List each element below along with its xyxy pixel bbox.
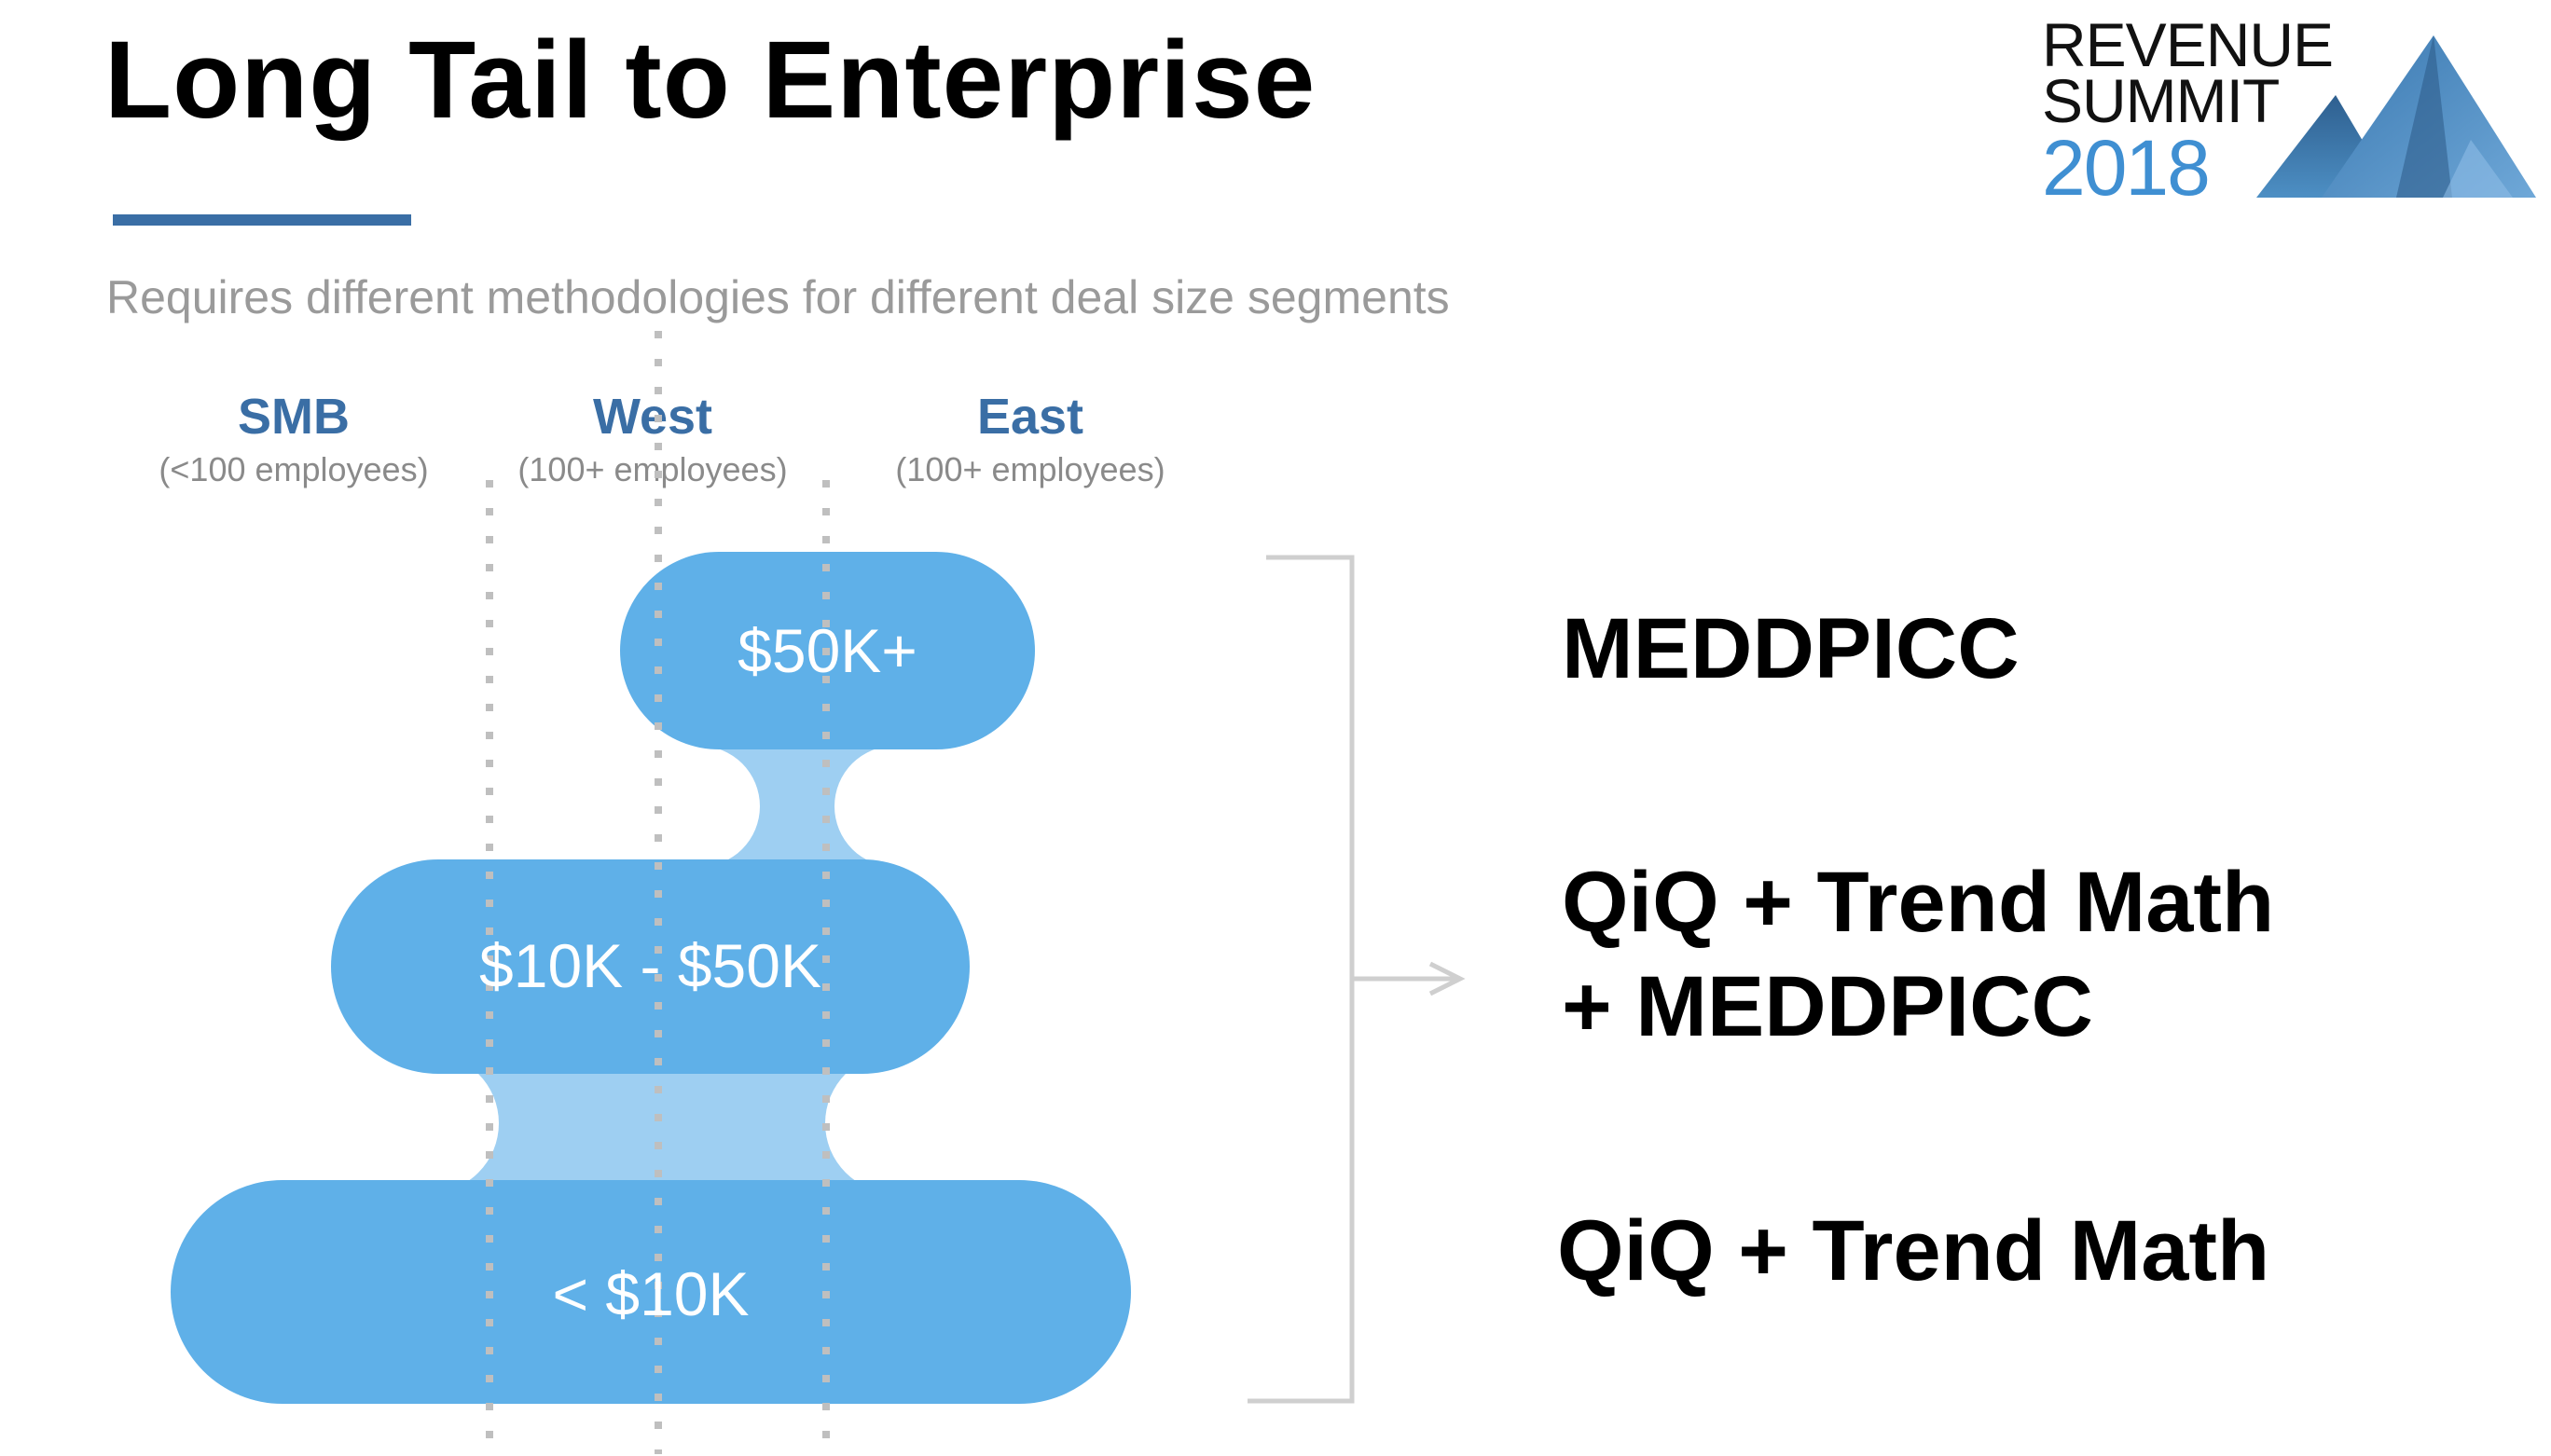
segment-smb: SMB (<100 employees) — [107, 387, 480, 493]
segment-name: West — [592, 389, 713, 445]
logo-year: 2018 — [2042, 124, 2211, 212]
segment-east: East (100+ employees) — [844, 387, 1217, 493]
title-underline — [113, 214, 411, 226]
methodology-midmarket: QiQ + Trend Math + MEDDPICC — [1562, 850, 2274, 1059]
segment-detail: (100+ employees) — [895, 450, 1165, 488]
tier-label-middle: $10K - $50K — [479, 931, 821, 1000]
logo-line-1: REVENUE — [2042, 10, 2334, 79]
tier-label-bottom: < $10K — [552, 1259, 750, 1328]
segment-detail: (<100 employees) — [159, 450, 429, 488]
methodology-enterprise: MEDDPICC — [1562, 601, 2020, 696]
segment-name: East — [976, 389, 1084, 445]
methodology-bracket — [1248, 555, 1355, 1404]
page-title: Long Tail to Enterprise — [104, 19, 1317, 142]
segment-detail: (100+ employees) — [517, 450, 788, 488]
logo-wordmark: REVENUE SUMMIT — [2042, 10, 2334, 135]
page-subtitle: Requires different methodologies for dif… — [106, 271, 1450, 323]
mountain-peaks-icon — [2256, 35, 2536, 198]
logo-line-2: SUMMIT — [2042, 66, 2280, 135]
tier-pill-middle — [331, 859, 970, 1074]
arrow-right-icon — [1428, 961, 1466, 996]
methodology-smb: QiQ + Trend Math — [1557, 1203, 2270, 1298]
methodology-midmarket-line-1: QiQ + Trend Math — [1562, 855, 2275, 950]
tier-label-top: $50K+ — [738, 616, 917, 685]
segment-west: West (100+ employees) — [466, 387, 839, 493]
tier-pill-bottom — [171, 1180, 1131, 1404]
methodology-midmarket-line-2: + MEDDPICC — [1562, 959, 2093, 1054]
segment-name: SMB — [238, 389, 350, 445]
